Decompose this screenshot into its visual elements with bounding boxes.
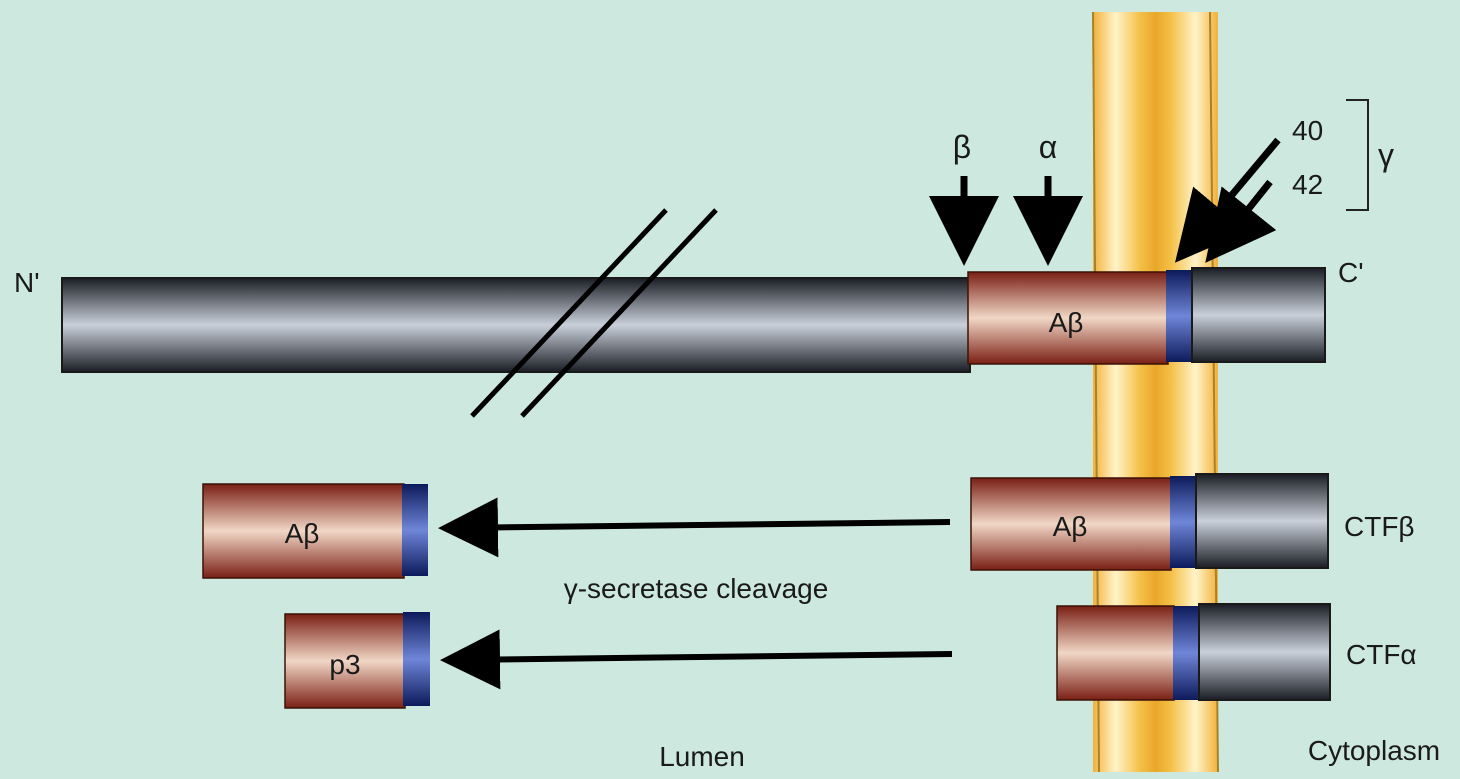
p3-release-arrow — [452, 654, 952, 660]
beta-site-label: β — [953, 129, 971, 165]
gamma-40-label: 40 — [1292, 115, 1323, 146]
ctf-beta-fragment — [971, 474, 1328, 570]
c-terminus-label: C' — [1338, 257, 1364, 288]
abeta-full-label: Aβ — [1049, 307, 1084, 338]
p3-product-label: p3 — [329, 649, 360, 680]
gamma-bracket — [1346, 100, 1368, 210]
app-full-length — [62, 268, 1325, 372]
abeta-ctf-label: Aβ — [1053, 511, 1088, 542]
ctf-alpha-fragment — [1057, 604, 1330, 700]
ctf-alpha-label: CTFα — [1346, 639, 1417, 670]
alpha-site-label: α — [1039, 129, 1058, 165]
gamma-secretase-label: γ-secretase cleavage — [564, 573, 829, 604]
cytoplasm-label: Cytoplasm — [1308, 735, 1440, 766]
tm-marker — [1166, 270, 1194, 362]
ctf-beta-label: CTFβ — [1344, 511, 1415, 542]
gamma42-cleavage-arrow — [1214, 182, 1270, 252]
gamma-label: γ — [1378, 137, 1394, 173]
abeta-product-label: Aβ — [285, 518, 320, 549]
lumen-label: Lumen — [659, 741, 745, 772]
n-terminus-label: N' — [14, 267, 40, 298]
abeta-release-arrow — [450, 522, 950, 528]
gamma-42-label: 42 — [1292, 169, 1323, 200]
